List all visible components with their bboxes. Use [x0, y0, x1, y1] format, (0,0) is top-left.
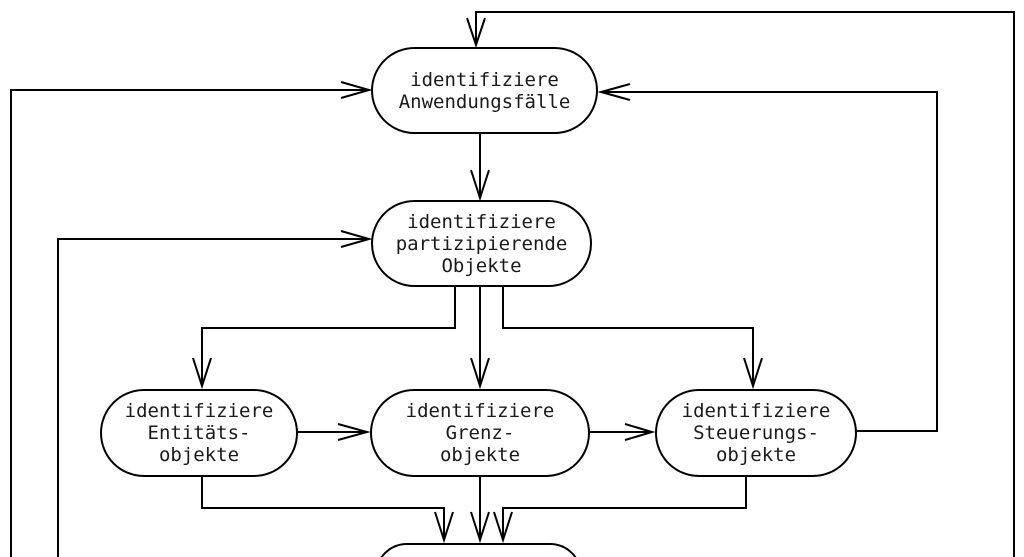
node-steuerungs: identifiziere Steuerungs- objekte — [655, 389, 857, 477]
connector-anwendungsfaelle-to-partizipierende — [470, 134, 490, 202]
connector-partizipierende-to-grenz — [470, 287, 490, 390]
connector-outer-left-to-anwendungsfaelle — [10, 81, 373, 557]
connector-entitaets-to-grenz — [298, 423, 371, 441]
connector-partizipierende-to-steuerungs — [502, 287, 763, 390]
connector-partizipierende-to-entitaets — [192, 287, 456, 390]
node-grenz: identifiziere Grenz- objekte — [370, 389, 590, 477]
node-unteres-partial — [375, 543, 582, 557]
arrowhead-down — [470, 511, 490, 544]
node-label: identifiziere Steuerungs- objekte — [681, 400, 831, 466]
node-label: identifiziere Grenz- objekte — [405, 400, 555, 466]
arrowhead-down — [743, 357, 763, 390]
node-label: identifiziere partizipierende Objekte — [395, 210, 568, 277]
arrowhead-right — [337, 423, 371, 441]
node-label: identifiziere Anwendungsfälle — [398, 68, 571, 113]
node-anwendungsfaelle: identifiziere Anwendungsfälle — [371, 47, 598, 134]
node-partizipierende: identifiziere partizipierende Objekte — [371, 200, 592, 287]
node-label: identifiziere Entitäts- objekte — [124, 400, 274, 466]
connector-steuerungs-to-unteres — [493, 477, 747, 544]
connector-outer-loop-to-anwendungsfaelle — [466, 11, 1015, 557]
arrowhead-left — [597, 83, 631, 101]
arrowhead-down — [470, 357, 490, 390]
connector-grenz-to-unteres — [470, 477, 490, 544]
connector-entitaets-to-unteres — [201, 477, 454, 544]
connector-steuerungs-to-anwendungsfaelle — [597, 83, 938, 432]
arrowhead-down — [466, 17, 486, 49]
node-entitaets: identifiziere Entitäts- objekte — [100, 389, 298, 477]
arrowhead-right — [340, 230, 373, 248]
connector-inner-left-to-partizipierende — [57, 230, 373, 557]
arrowhead-down — [493, 511, 513, 544]
arrowhead-down — [470, 169, 490, 202]
arrowhead-right — [624, 423, 656, 441]
connector-grenz-to-steuerungs — [590, 423, 656, 441]
arrowhead-down — [192, 357, 212, 390]
arrowhead-down — [434, 511, 454, 544]
arrowhead-right — [340, 81, 373, 99]
